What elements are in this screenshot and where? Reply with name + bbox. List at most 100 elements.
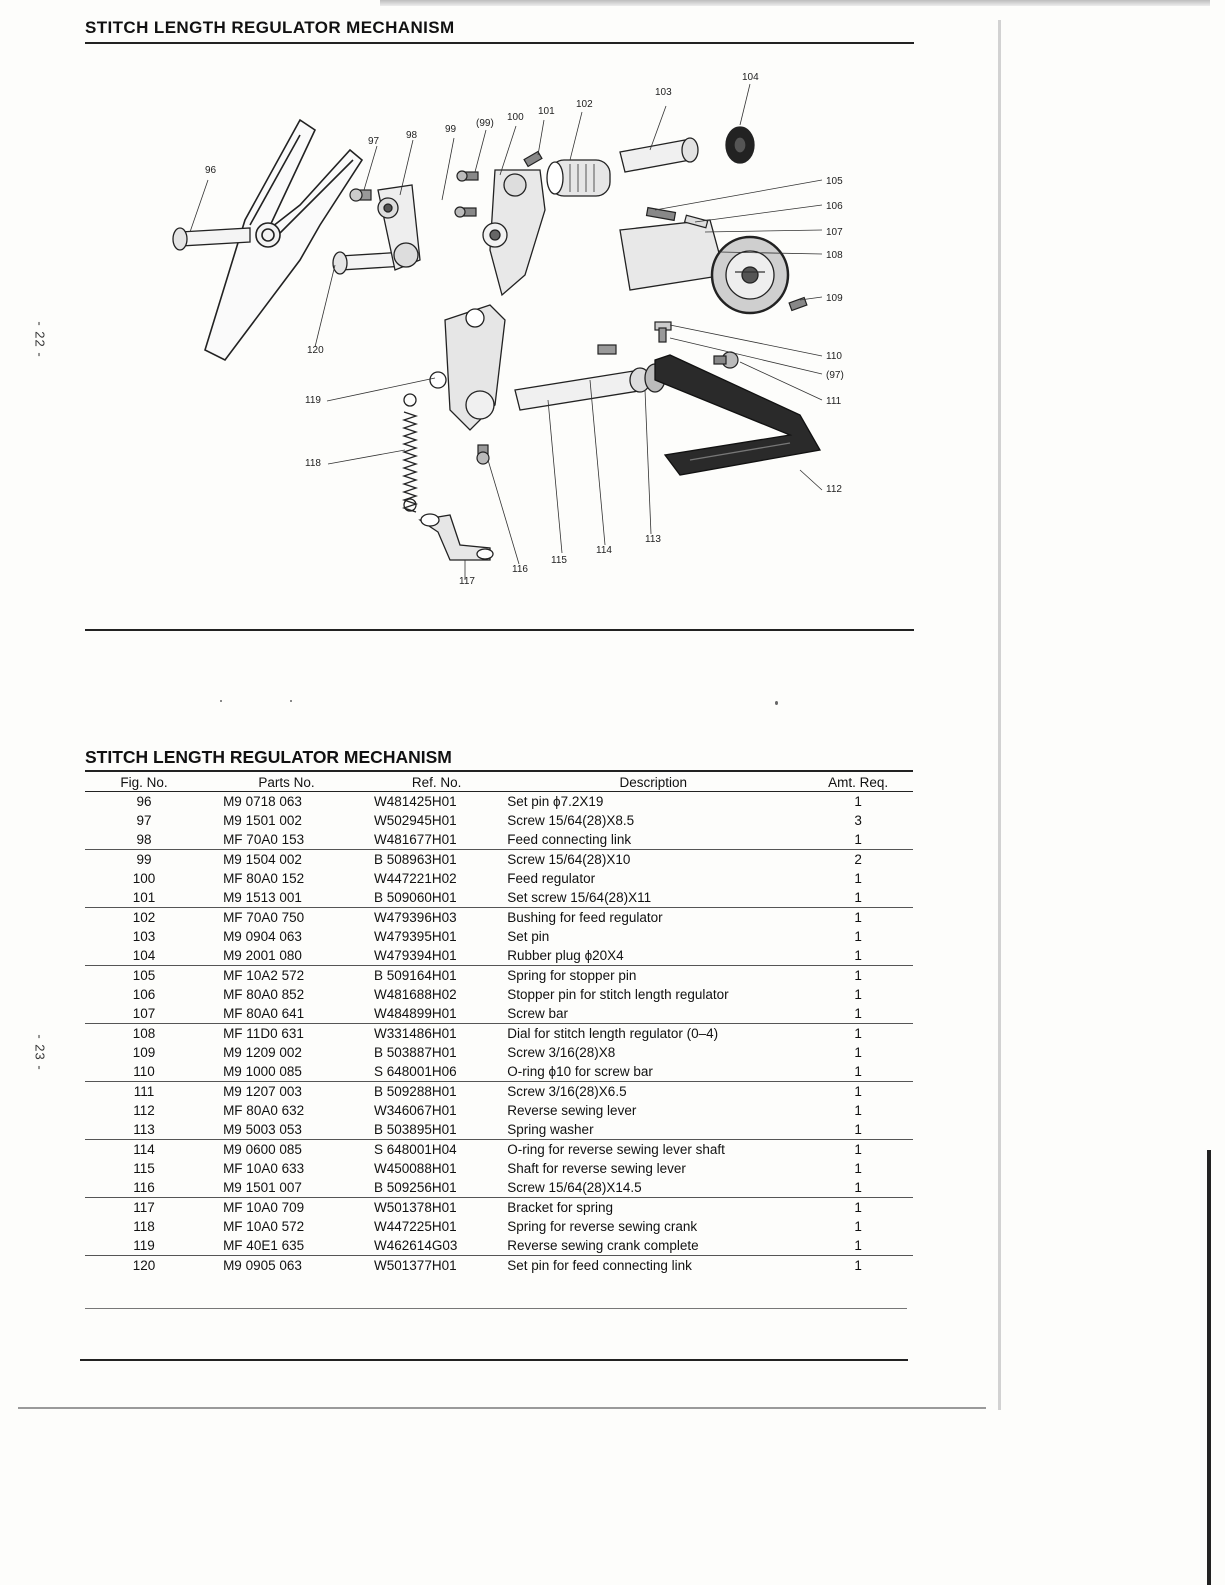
parts-no-cell: MF 70A0 750 [203, 907, 371, 927]
amt-req-cell: 1 [854, 1122, 862, 1137]
description-cell: Spring for stopper pin [503, 965, 804, 985]
amt-req-cell: 1 [854, 832, 862, 847]
amt-req-cell: 1 [854, 1045, 862, 1060]
description-cell: Set pin for feed connecting link [503, 1255, 804, 1275]
ref-no-cell: W331486H01 [370, 1023, 504, 1043]
amt-req-cell: 1 [803, 1139, 913, 1159]
ref-no-cell: B 509256H01 [374, 1180, 457, 1195]
parts-no-cell: MF 80A0 152 [223, 871, 305, 886]
page-number-22: - 22 - [32, 321, 48, 358]
amt-req-cell: 1 [803, 1197, 913, 1217]
ref-no-cell: B 503887H01 [374, 1045, 457, 1060]
amt-req-cell: 1 [854, 1161, 862, 1176]
feed-regulator-100 [482, 169, 546, 297]
amt-req-cell: 2 [803, 849, 913, 869]
amt-req-cell: 1 [854, 987, 862, 1002]
set-pin-103 [619, 137, 699, 173]
dial-108 [619, 219, 790, 315]
ref-no-cell: W501377H01 [370, 1255, 504, 1275]
diagram-bottom-rule [85, 629, 914, 631]
ref-no-cell: W450088H01 [374, 1161, 457, 1176]
col-parts-no: Parts No. [203, 770, 371, 792]
fig-no-cell: 110 [133, 1064, 155, 1079]
page-edge-bottom [18, 1407, 986, 1409]
fig-no-cell: 107 [132, 1006, 156, 1021]
description-cell: Reverse sewing lever [507, 1103, 637, 1118]
parts-no-cell: M9 5003 053 [223, 1122, 302, 1137]
parts-no-cell: M9 0904 063 [223, 929, 302, 944]
amt-req-cell: 1 [854, 1219, 862, 1234]
fig-no-cell: 109 [132, 1045, 156, 1060]
fig-no-cell: 113 [133, 1122, 155, 1137]
callout-107: 107 [826, 227, 843, 238]
parts-no-cell: M9 0718 063 [223, 794, 302, 809]
amt-req-cell: 1 [854, 1006, 862, 1021]
callout-115: 115 [551, 555, 567, 566]
callout-97-alt: (97) [826, 370, 844, 381]
amt-req-cell: 1 [854, 929, 862, 944]
leader-lines [189, 83, 823, 580]
rubber-plug-104 [725, 126, 755, 164]
description-cell: O-ring ϕ10 for screw bar [507, 1064, 653, 1079]
description-cell: Screw 15/64(28)X10 [503, 849, 804, 869]
ref-no-cell: W447221H02 [374, 871, 457, 886]
ref-no-cell: W481425H01 [374, 794, 457, 809]
parts-no-cell: MF 10A0 709 [203, 1197, 371, 1217]
header-title: STITCH LENGTH REGULATOR MECHANISM [85, 18, 455, 37]
description-cell: Reverse sewing crank complete [507, 1238, 699, 1253]
description-cell: O-ring for reverse sewing lever shaft [503, 1139, 804, 1159]
description-cell: Bracket for spring [503, 1197, 804, 1217]
fig-no-cell: 103 [132, 929, 156, 944]
amt-req-cell: 1 [854, 948, 862, 963]
description-cell: Spring for reverse sewing crank [507, 1219, 698, 1234]
parts-no-cell: M9 1501 002 [223, 813, 302, 828]
parts-table-header: Fig. No. Parts No. Ref. No. Description … [85, 770, 913, 792]
feed-fork-frame [204, 118, 364, 362]
amt-req-cell: 1 [854, 1064, 862, 1079]
ref-no-cell: W346067H01 [374, 1103, 457, 1118]
screw-99 [454, 170, 479, 218]
fig-no-cell: 117 [85, 1197, 204, 1217]
fig-no-cell: 116 [133, 1180, 155, 1195]
parts-no-cell: MF 80A0 641 [223, 1006, 305, 1021]
callout-116: 116 [512, 564, 528, 575]
amt-req-cell: 1 [803, 1255, 913, 1275]
callout-99-alt: (99) [476, 118, 494, 129]
parts-no-cell: M9 1513 001 [223, 890, 302, 905]
description-cell: Set screw 15/64(28)X11 [507, 890, 652, 905]
o-ring-110 [597, 321, 672, 355]
spring-118 [401, 393, 419, 513]
description-cell: Set pin ϕ7.2X19 [507, 794, 604, 809]
screw-97 [349, 188, 372, 202]
callout-104: 104 [742, 72, 759, 83]
fig-no-cell: 104 [132, 948, 156, 963]
fig-no-cell: 111 [85, 1081, 204, 1101]
callout-99: 99 [445, 124, 457, 135]
amt-req-cell: 1 [803, 1081, 913, 1101]
bracket-117 [418, 513, 494, 561]
reverse-sewing-lever-112 [654, 354, 822, 476]
ref-no-cell: B 508963H01 [370, 849, 504, 869]
amt-req-cell: 1 [854, 794, 862, 809]
ref-no-cell: W481688H02 [374, 987, 457, 1002]
parts-no-cell: MF 10A0 633 [223, 1161, 305, 1176]
description-cell: Shaft for reverse sewing lever [507, 1161, 686, 1176]
amt-req-cell: 1 [803, 1023, 913, 1043]
table-end-rule [85, 1308, 907, 1309]
fig-no-cell: 114 [85, 1139, 204, 1159]
ref-no-cell: W462614G03 [374, 1238, 458, 1253]
ref-no-cell: W502945H01 [374, 813, 457, 828]
parts-no-cell: MF 40E1 635 [223, 1238, 305, 1253]
callout-105: 105 [826, 176, 843, 187]
ref-no-cell: W479395H01 [374, 929, 457, 944]
